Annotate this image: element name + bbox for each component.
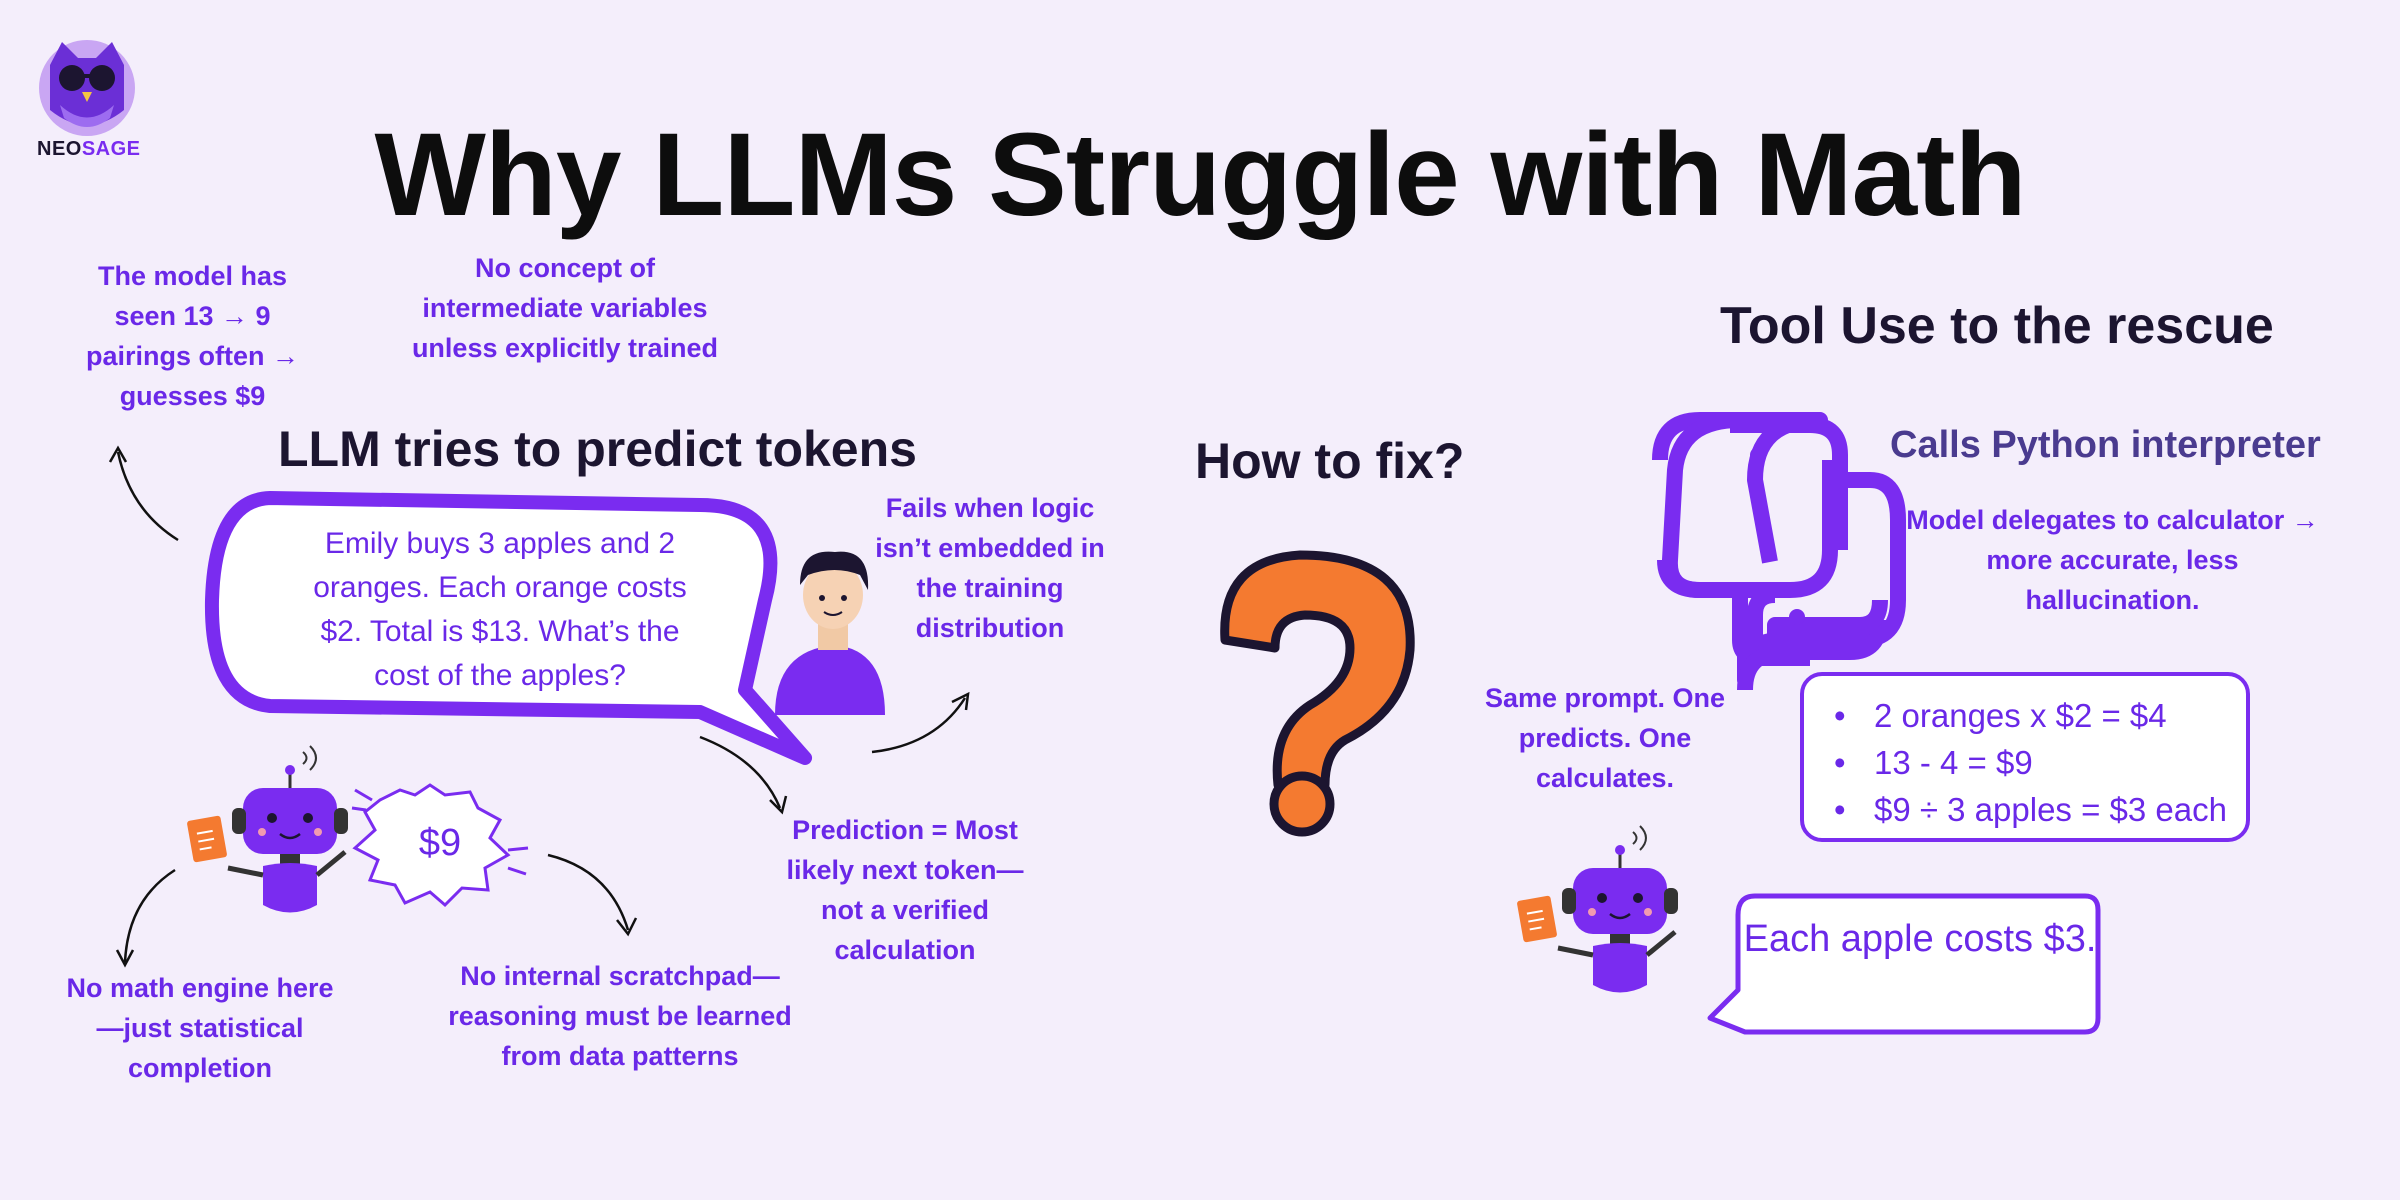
- prompt-speech-bubble: [204, 491, 812, 765]
- python-logo-eyes: [1750, 447, 1805, 625]
- logo-text-sage: SAGE: [81, 138, 141, 160]
- prompt-text: Emily buys 3 apples and 2 oranges. Each …: [313, 527, 687, 692]
- note-no-variables: No concept of intermediate variables unl…: [411, 253, 719, 363]
- guess-starburst: [352, 783, 511, 908]
- annotation-arrows: [108, 445, 970, 968]
- python-label: Calls Python interpreter: [1890, 424, 2321, 466]
- calculation-step: 13 - 4 = $9: [1828, 739, 2246, 786]
- guess-value: $9: [418, 822, 462, 864]
- robot-right-icon: [1517, 825, 1678, 993]
- calculation-steps-list: 2 oranges x $2 = $4 13 - 4 = $9 $9 ÷ 3 a…: [1828, 692, 2246, 833]
- burst-spark-lines: [351, 788, 529, 876]
- python-logo-icon: [1652, 412, 1906, 691]
- calculation-step: $9 ÷ 3 apples = $3 each: [1828, 786, 2246, 833]
- tool-use-heading: Tool Use to the rescue: [1720, 297, 2274, 355]
- note-no-scratchpad: No internal scratchpad—reasoning must be…: [448, 961, 792, 1071]
- logo-text-neo: NEO: [37, 138, 82, 160]
- question-mark-icon: [1220, 550, 1415, 837]
- answer-speech-bubble: [1707, 893, 2101, 1035]
- answer-text: Each apple costs $3.: [1743, 918, 2097, 960]
- note-same-prompt: Same prompt. One predicts. One calculate…: [1484, 683, 1726, 793]
- llm-heading: LLM tries to predict tokens: [278, 421, 917, 477]
- how-to-fix-heading: How to fix?: [1195, 433, 1465, 489]
- note-fails-logic: Fails when logic isn’t embedded in the t…: [875, 493, 1105, 643]
- note-seen-pairings: The model has seen 13 → 9 pairings often…: [85, 261, 299, 411]
- robot-left-icon: [187, 745, 348, 913]
- page-title: Why LLMs Struggle with Math: [374, 109, 2026, 241]
- logo-wordmark: NEOSAGE: [37, 138, 141, 161]
- note-prediction: Prediction = Most likely next token—not …: [786, 815, 1024, 965]
- calculation-steps-box: 2 oranges x $2 = $4 13 - 4 = $9 $9 ÷ 3 a…: [1800, 672, 2250, 842]
- calculation-step: 2 oranges x $2 = $4: [1828, 692, 2246, 739]
- person-illustration: [775, 551, 885, 715]
- note-no-math-engine: No math engine here—just statistical com…: [66, 973, 334, 1083]
- note-delegates: Model delegates to calculator → more acc…: [1906, 505, 2319, 615]
